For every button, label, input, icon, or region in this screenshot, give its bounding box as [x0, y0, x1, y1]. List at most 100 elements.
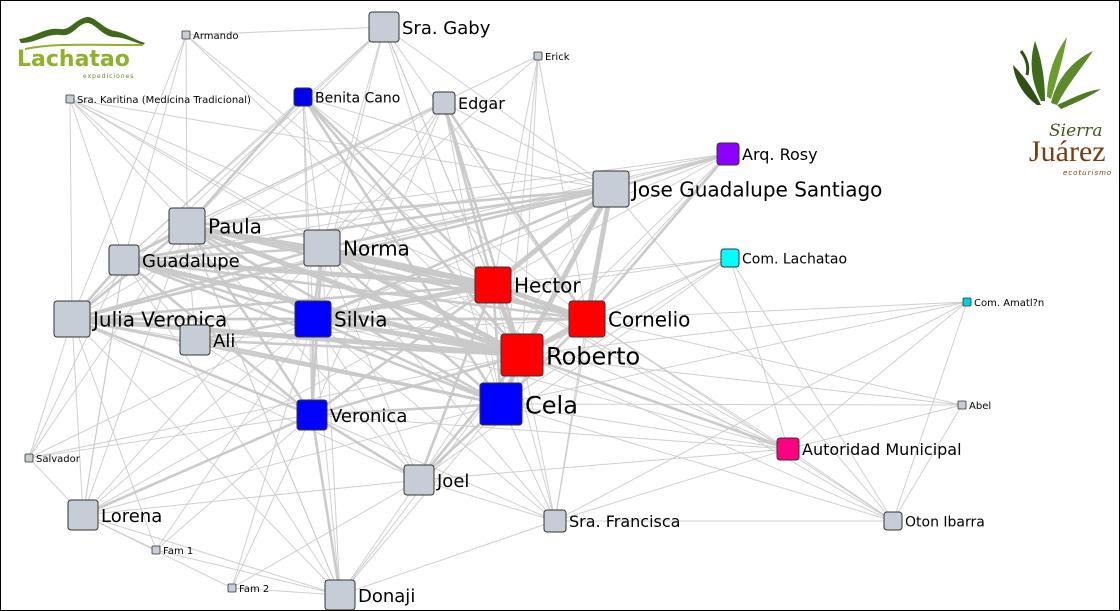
node-salvador-marker[interactable] [24, 453, 34, 463]
node-fam-1-marker[interactable] [151, 545, 161, 555]
node-edgar-marker[interactable] [432, 91, 456, 115]
node-norma-label: Norma [343, 237, 410, 261]
edge-guadalupe-silvia [123, 258, 314, 321]
node-fam-2[interactable]: Fam 2 [227, 583, 269, 595]
node-lorena-marker[interactable] [67, 499, 99, 531]
edge-julia-veronica-salvador [28, 318, 73, 459]
node-erick[interactable]: Erick [533, 51, 570, 63]
edge-armando-hector [185, 34, 494, 286]
node-com-amatlan[interactable]: Com. Amatl?n [962, 297, 1044, 309]
node-com-lachatao[interactable]: Com. Lachatao [720, 248, 847, 268]
edge-fam-2-joel [231, 479, 420, 589]
node-jose-guadalupe-label: Jose Guadalupe Santiago [630, 178, 882, 202]
edge-arq-rosy-norma [321, 153, 729, 249]
node-autoridad-municipal[interactable]: Autoridad Municipal [776, 437, 962, 461]
node-arq-rosy[interactable]: Arq. Rosy [716, 142, 818, 166]
edge-donaji-silvia [312, 318, 341, 596]
node-paula[interactable]: Paula [168, 207, 262, 245]
node-veronica[interactable]: Veronica [296, 399, 407, 431]
node-hector-marker[interactable] [474, 266, 512, 304]
node-fam-1[interactable]: Fam 1 [151, 545, 193, 557]
node-sra-gaby[interactable]: Sra. Gaby [368, 11, 491, 43]
edge-sra-gaby-norma [321, 26, 385, 249]
edge-sra-karitina-hector [69, 98, 494, 286]
edge-lorena-donaji [82, 514, 341, 596]
node-com-lachatao-marker[interactable] [720, 248, 740, 268]
edge-com-amatlan-autoridad-municipal [787, 301, 968, 450]
node-sra-gaby-marker[interactable] [368, 11, 400, 43]
edge-edgar-veronica [311, 102, 445, 416]
node-sra-karitina[interactable]: Sra. Karitina (Medicina Tradicional) [65, 94, 251, 106]
node-silvia-marker[interactable] [294, 300, 332, 338]
node-abel[interactable]: Abel [957, 400, 991, 412]
node-joel-marker[interactable] [403, 464, 435, 496]
node-jose-guadalupe-marker[interactable] [592, 170, 630, 208]
node-cornelio[interactable]: Cornelio [568, 300, 690, 338]
node-abel-marker[interactable] [957, 400, 967, 410]
node-armando[interactable]: Armando [181, 30, 238, 42]
node-sra-karitina-marker[interactable] [65, 94, 75, 104]
edge-lorena-hector [82, 284, 494, 516]
edge-com-lachatao-cela [500, 257, 731, 405]
node-ali[interactable]: Ali [179, 324, 235, 356]
edge-sra-gaby-silvia [312, 26, 385, 320]
edge-sra-gaby-jose-guadalupe [383, 26, 612, 190]
node-roberto-label: Roberto [546, 342, 640, 370]
node-autoridad-municipal-marker[interactable] [776, 437, 800, 461]
node-benita-cano[interactable]: Benita Cano [293, 87, 400, 107]
node-cela[interactable]: Cela [479, 382, 578, 426]
edge-com-lachatao-roberto [521, 257, 731, 356]
node-benita-cano-marker[interactable] [293, 87, 313, 107]
edge-salvador-roberto [28, 354, 523, 459]
node-guadalupe-marker[interactable] [108, 244, 140, 276]
edge-edgar-silvia [312, 102, 445, 320]
node-armando-marker[interactable] [181, 30, 191, 40]
node-jose-guadalupe[interactable]: Jose Guadalupe Santiago [592, 170, 882, 208]
edge-jose-guadalupe-edgar [443, 102, 612, 190]
node-com-amatlan-marker[interactable] [962, 297, 972, 307]
node-lorena[interactable]: Lorena [67, 499, 162, 531]
node-oton-ibarra[interactable]: Oton Ibarra [883, 511, 985, 531]
node-hector[interactable]: Hector [474, 266, 581, 304]
node-veronica-marker[interactable] [296, 399, 328, 431]
node-roberto-marker[interactable] [500, 333, 544, 377]
node-donaji-marker[interactable] [324, 579, 356, 610]
edge-sra-karitina-jose-guadalupe [69, 98, 612, 190]
node-sra-francisca[interactable]: Sra. Francisca [543, 509, 680, 533]
node-sra-francisca-marker[interactable] [543, 509, 567, 533]
node-norma[interactable]: Norma [303, 229, 410, 267]
edge-sra-karitina-roberto [69, 98, 523, 356]
edge-sra-francisca-jose-guadalupe [554, 188, 612, 522]
node-fam-2-marker[interactable] [227, 583, 237, 593]
edge-guadalupe-lorena [82, 259, 125, 516]
edge-cela-veronica [311, 402, 502, 417]
node-julia-veronica-marker[interactable] [53, 300, 91, 338]
node-oton-ibarra-marker[interactable] [883, 511, 903, 531]
node-erick-marker[interactable] [533, 51, 543, 61]
node-abel-label: Abel [969, 401, 991, 412]
node-silvia[interactable]: Silvia [294, 300, 387, 338]
edge-com-amatlan-sra-francisca [554, 301, 968, 522]
node-joel-label: Joel [436, 471, 469, 492]
edge-autoridad-municipal-joel [418, 448, 789, 481]
edge-arq-rosy-paula [186, 153, 729, 227]
node-joel[interactable]: Joel [403, 464, 469, 496]
node-edgar[interactable]: Edgar [432, 91, 505, 115]
node-lorena-label: Lorena [101, 506, 162, 527]
edge-armando-julia-veronica [71, 34, 187, 320]
edge-roberto-jose-guadalupe [519, 187, 614, 357]
node-cela-marker[interactable] [479, 382, 523, 426]
edge-lorena-cela [82, 403, 502, 516]
edge-donaji-sra-francisca [339, 520, 556, 596]
node-donaji[interactable]: Donaji [324, 579, 415, 610]
node-cornelio-marker[interactable] [568, 300, 606, 338]
node-salvador[interactable]: Salvador [24, 453, 81, 465]
node-roberto[interactable]: Roberto [500, 333, 640, 377]
node-guadalupe[interactable]: Guadalupe [108, 244, 240, 276]
lachatao-logo: Lachatao expediciones [15, 9, 155, 83]
node-arq-rosy-marker[interactable] [716, 142, 740, 166]
node-norma-marker[interactable] [303, 229, 341, 267]
node-paula-marker[interactable] [168, 207, 206, 245]
node-ali-marker[interactable] [179, 324, 211, 356]
